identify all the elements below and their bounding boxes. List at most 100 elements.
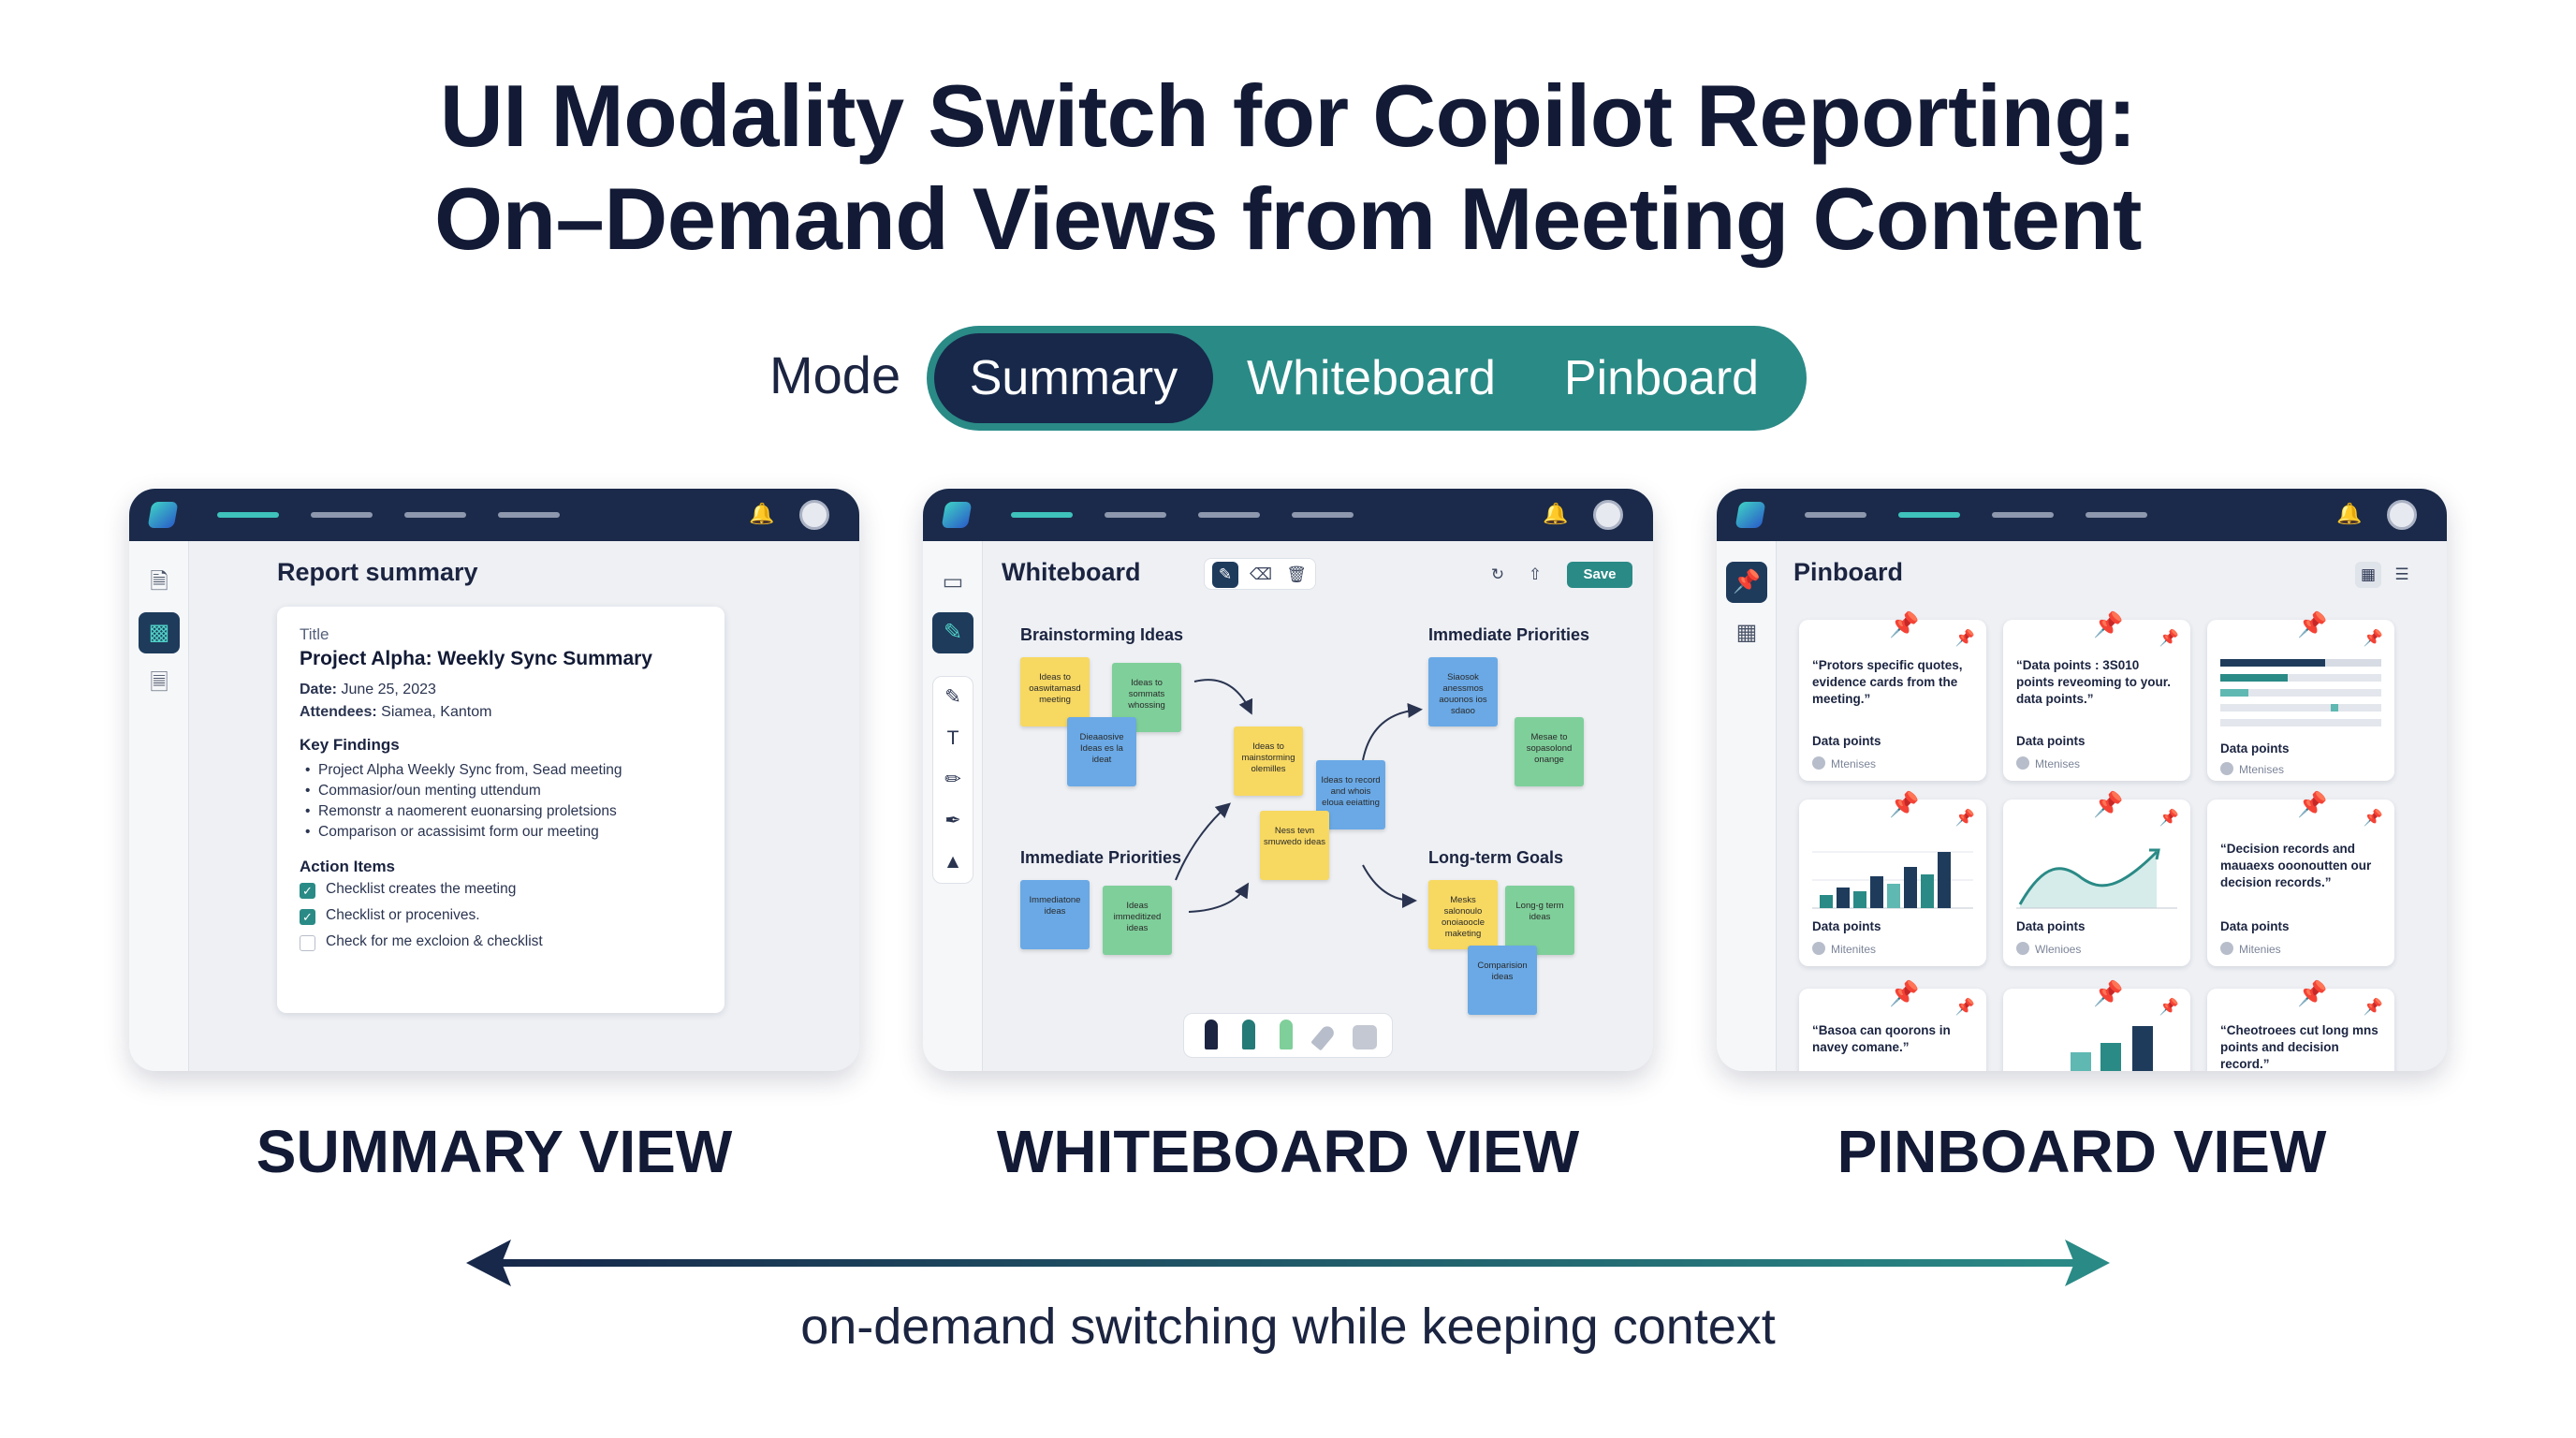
pinboard-view-window: 🔔 📌 ▦ Pinboard ▦ ☰ 📌📌 “Protors specific … (1717, 489, 2447, 1071)
bell-icon[interactable]: 🔔 (749, 502, 775, 525)
nav-tab[interactable] (1292, 512, 1354, 518)
checkbox-empty-icon[interactable] (300, 935, 315, 951)
sticky-note[interactable]: Immediatone ideas (1020, 880, 1090, 949)
pin-icon[interactable]: 📌 (1726, 562, 1767, 603)
whiteboard-header: Whiteboard (1002, 558, 1141, 586)
nav-tab[interactable] (217, 512, 279, 518)
sticky-note[interactable]: Comparision ideas (1468, 946, 1537, 1015)
black-pen-icon[interactable] (1205, 1020, 1218, 1049)
sticky-note[interactable]: Ideas immeditized ideas (1103, 886, 1172, 955)
pin-icon: 📌 (1954, 809, 1975, 827)
avatar[interactable] (1593, 500, 1623, 530)
share-icon[interactable]: ↻ (1490, 565, 1505, 583)
pin-icon: 📌 (2297, 979, 2328, 1007)
teal-pen-icon[interactable] (1242, 1020, 1255, 1049)
brush-icon[interactable]: ✒ (944, 810, 961, 831)
sticky-note[interactable]: Long-g term ideas (1505, 886, 1574, 955)
app-top-bar: 🔔 (923, 489, 1653, 541)
eraser-icon[interactable]: ⌫ (1249, 565, 1273, 583)
connector-arrows (1175, 679, 1423, 913)
mode-option-pinboard[interactable]: Pinboard (1563, 351, 1760, 405)
green-pen-icon[interactable] (1280, 1020, 1293, 1049)
list-view-icon[interactable]: ☰ (2394, 565, 2409, 583)
shapes-icon[interactable]: ▲ (943, 851, 963, 873)
pen-tool-icon[interactable]: ✎ (1212, 562, 1238, 588)
sticky-note[interactable]: Ideas to mainstorming olemilles (1234, 726, 1303, 796)
nav-tab[interactable] (1011, 512, 1073, 518)
nav-tab[interactable] (2086, 512, 2147, 518)
copilot-logo-icon (1734, 502, 1766, 528)
nav-tab[interactable] (1805, 512, 1866, 518)
card-meta: Wlenioes (2016, 942, 2081, 956)
avatar[interactable] (799, 500, 829, 530)
bell-icon[interactable]: 🔔 (2336, 502, 2363, 525)
card-meta: Mtenises (1812, 756, 1876, 770)
pin-card[interactable]: 📌📌 “Data points : 3S010 points reveoming… (2003, 610, 2190, 781)
left-rail: 📌 ▦ (1717, 541, 1777, 1071)
whiteboard-toolbar: ✎ ⌫ 🗑 (1204, 558, 1316, 590)
app-top-bar: 🔔 (129, 489, 859, 541)
copilot-logo-icon (147, 502, 179, 528)
pin-icon: 📌 (1889, 979, 1920, 1007)
sticky-note[interactable]: Mesks salonoulo onoiaoocle maketing (1428, 880, 1498, 949)
screen-icon[interactable]: ▭ (942, 569, 964, 594)
checkbox-checked-icon[interactable]: ✓ (300, 883, 315, 899)
sticky-note[interactable]: Siaosok anessmos aouonos ios sdaoo (1428, 657, 1498, 726)
key-findings-heading: Key Findings (300, 736, 400, 754)
mode-option-summary[interactable]: Summary (934, 333, 1213, 423)
action-item[interactable]: ✓Checklist creates the meeting (300, 876, 702, 902)
pin-card[interactable]: 📌📌 Data points Wlenioes (2003, 790, 2190, 966)
pin-card[interactable]: 📌📌 Data points Mitenites (1799, 790, 1986, 966)
pin-icon: 📌 (2363, 629, 2383, 647)
pencil-icon[interactable]: ✏ (944, 769, 961, 790)
eraser-tool-icon[interactable] (1310, 1023, 1337, 1051)
pin-icon: 📌 (2093, 979, 2124, 1007)
square-tool-icon[interactable] (1353, 1025, 1377, 1049)
grid-view-icon[interactable]: ▦ (2355, 562, 2381, 588)
pin-card[interactable]: 📌📌 “Protors specific quotes, evidence ca… (1799, 610, 1986, 781)
nav-tab[interactable] (311, 512, 373, 518)
table-thumbnail (2220, 659, 2381, 726)
trash-icon[interactable]: 🗑 (1286, 565, 1307, 583)
list-item: Comparison or acassisimt form our meetin… (300, 822, 702, 843)
nav-tab[interactable] (1198, 512, 1260, 518)
nav-tab[interactable] (404, 512, 466, 518)
nav-tab[interactable] (1898, 512, 1960, 518)
document-icon[interactable]: 🗎 (150, 569, 168, 594)
pin-card[interactable]: 📌📌 Data points Mtenises (2207, 610, 2394, 781)
whiteboard-view-caption: WHITEBOARD VIEW (996, 1118, 1580, 1185)
avatar[interactable] (2387, 500, 2417, 530)
pin-card[interactable]: 📌📌 (2003, 979, 2190, 1071)
marker-icon[interactable]: ✎ (944, 686, 961, 708)
nav-tab[interactable] (498, 512, 560, 518)
save-button[interactable]: Save (1567, 562, 1632, 588)
nav-tab[interactable] (1105, 512, 1166, 518)
mode-option-whiteboard[interactable]: Whiteboard (1247, 351, 1496, 405)
pin-icon: 📌 (1954, 998, 1975, 1016)
sticky-note[interactable]: Ness tevn smuwedo ideas (1260, 811, 1329, 880)
card-meta: Mtenises (2220, 762, 2284, 776)
headline-line-2: On–Demand Views from Meeting Content (434, 169, 2142, 268)
key-findings-list: Project Alpha Weekly Sync from, Sead mee… (300, 760, 702, 843)
sticky-note[interactable]: Dieaaosive Ideas es la ideat (1067, 717, 1136, 786)
nav-tab[interactable] (1992, 512, 2054, 518)
checkbox-checked-icon[interactable]: ✓ (300, 909, 315, 925)
pen-edit-icon[interactable]: ✎ (932, 612, 973, 653)
sticky-note[interactable]: Ideas to oaswitamasd meeting (1020, 657, 1090, 726)
notes-icon[interactable]: 🗏 (150, 670, 168, 696)
pinboard-view-caption: PINBOARD VIEW (1837, 1118, 2327, 1185)
pin-icon: 📌 (1889, 790, 1920, 818)
pin-card[interactable]: 📌📌 “Cheotroees cut long mns points and d… (2207, 979, 2394, 1071)
chart-icon[interactable]: ▩ (139, 612, 180, 653)
action-item[interactable]: Check for me excloion & checklist (300, 929, 702, 955)
grid-icon[interactable]: ▦ (1735, 620, 1758, 645)
card-quote: “Basoa can qoorons in navey comane.” (1812, 1023, 1951, 1054)
bell-icon[interactable]: 🔔 (1543, 502, 1569, 525)
card-label: Data points (1812, 919, 1881, 933)
pin-card[interactable]: 📌 📌 “Basoa can qoorons in navey comane.” (1799, 979, 1986, 1071)
action-item[interactable]: ✓Checklist or procenives. (300, 902, 702, 929)
text-tool-icon[interactable]: T (946, 727, 959, 749)
upload-icon[interactable]: ⇧ (1528, 565, 1543, 583)
sticky-note[interactable]: Mesae to sopasolond onange (1515, 717, 1584, 786)
pin-card[interactable]: 📌📌 “Decision records and mauaexs ooonout… (2207, 790, 2394, 966)
